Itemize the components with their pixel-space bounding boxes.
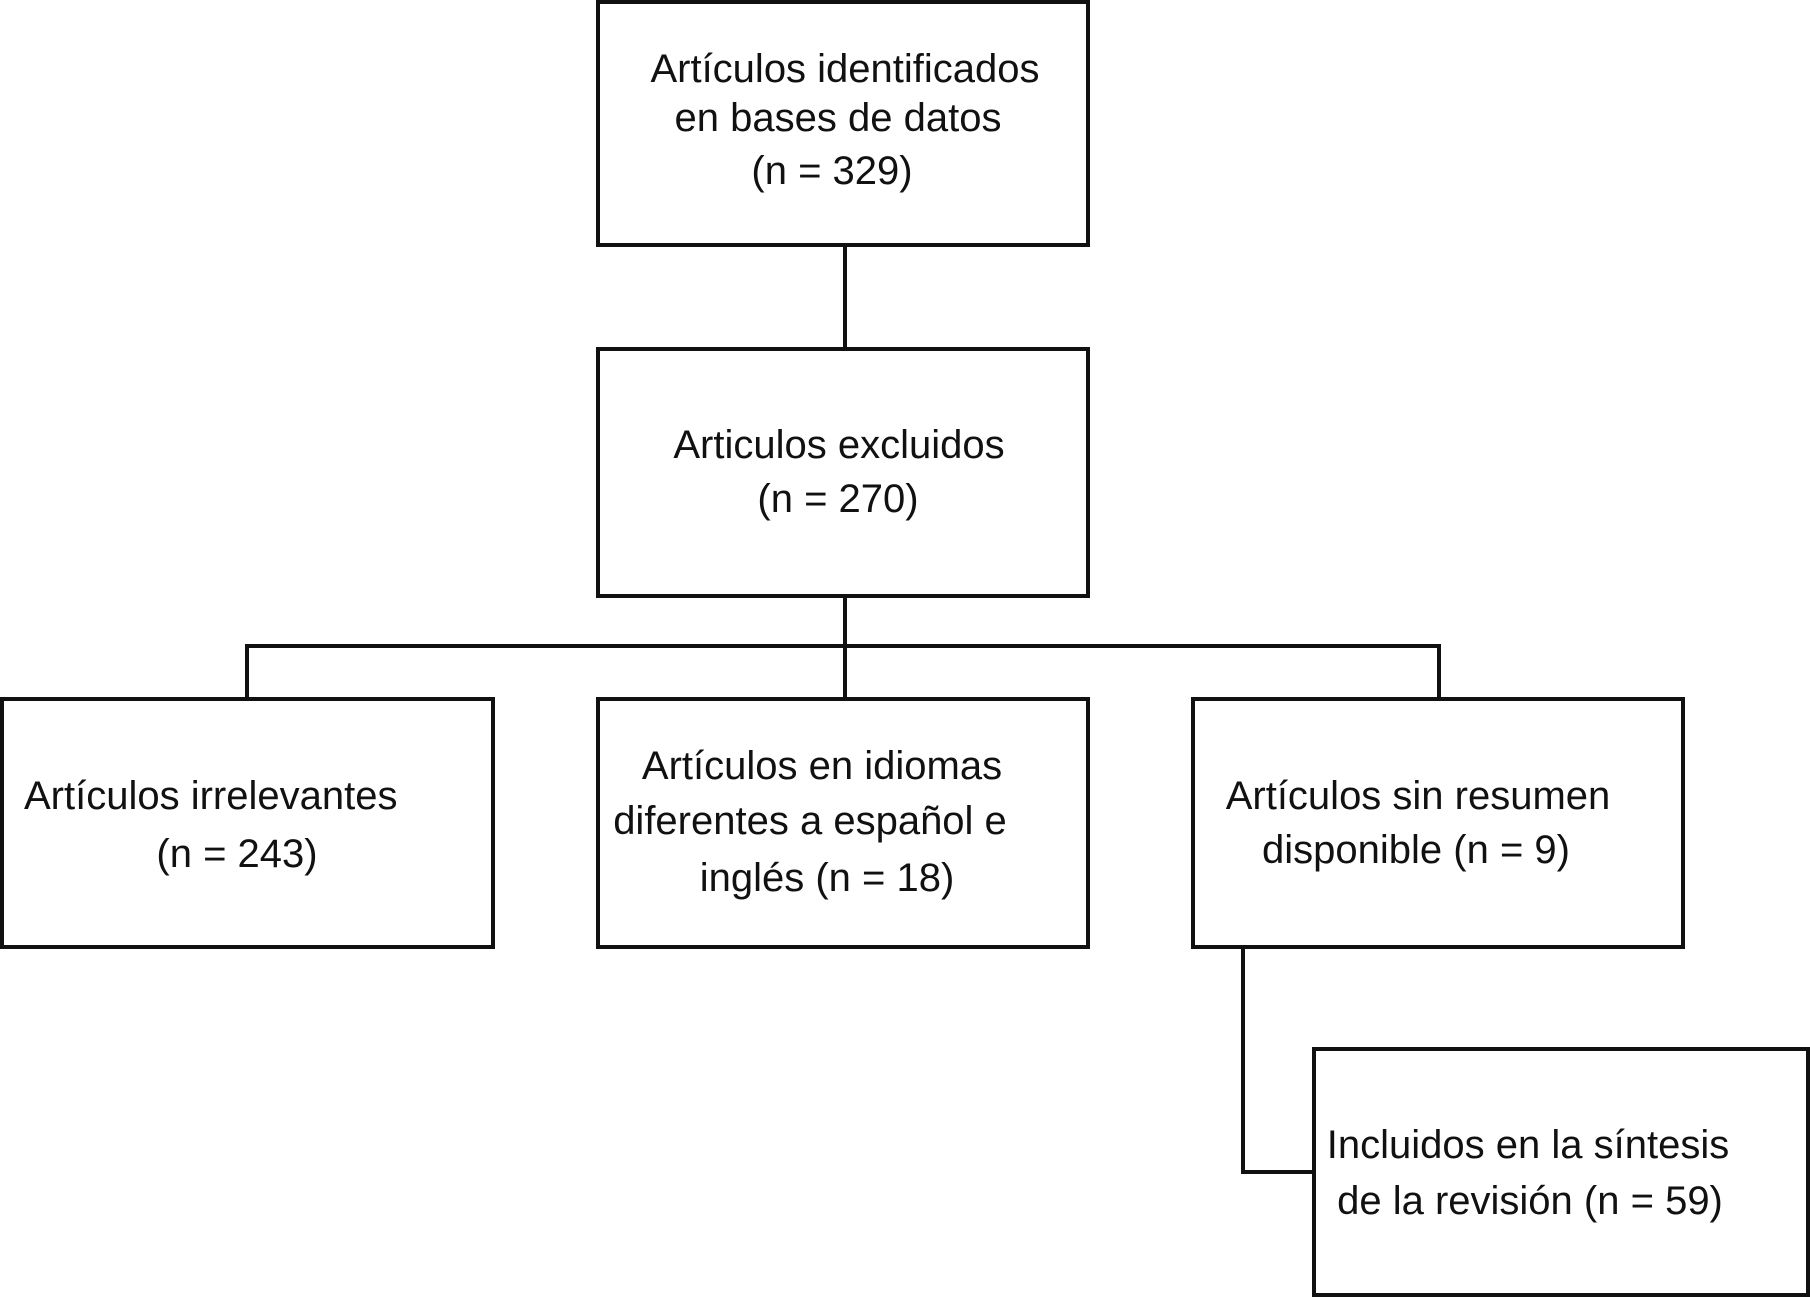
irrelevant-label-line1: Artículos irrelevantes	[24, 774, 398, 818]
identified-label-line1: Artículos identificados	[650, 47, 1040, 91]
included-label-line1: Incluidos en la síntesis	[1326, 1123, 1730, 1167]
identified-label-line3: (n = 329)	[751, 149, 913, 193]
connector-no-abstract-included	[1241, 945, 1316, 1174]
languages-label-line1: Artículos en idiomas	[641, 744, 1003, 788]
no-abstract-label-line1: Artículos sin resumen	[1225, 774, 1611, 818]
no-abstract-label-line2: disponible (n = 9)	[1262, 828, 1570, 872]
included-label-line2: de la revisión (n = 59)	[1337, 1179, 1723, 1223]
box-included	[1312, 1047, 1810, 1297]
irrelevant-label-line2: (n = 243)	[156, 832, 318, 876]
identified-label-line2: en bases de datos	[674, 96, 1002, 140]
excluded-label-line1: Articulos excluidos	[673, 423, 1005, 467]
languages-label-line2: diferentes a español e	[613, 799, 1007, 843]
box-identified	[596, 0, 1090, 247]
excluded-label-line2: (n = 270)	[757, 477, 919, 521]
box-excluded	[596, 347, 1090, 598]
box-languages	[596, 697, 1090, 949]
box-no-abstract	[1191, 697, 1685, 949]
box-irrelevant	[0, 697, 495, 949]
languages-label-line3: inglés (n = 18)	[699, 856, 955, 900]
